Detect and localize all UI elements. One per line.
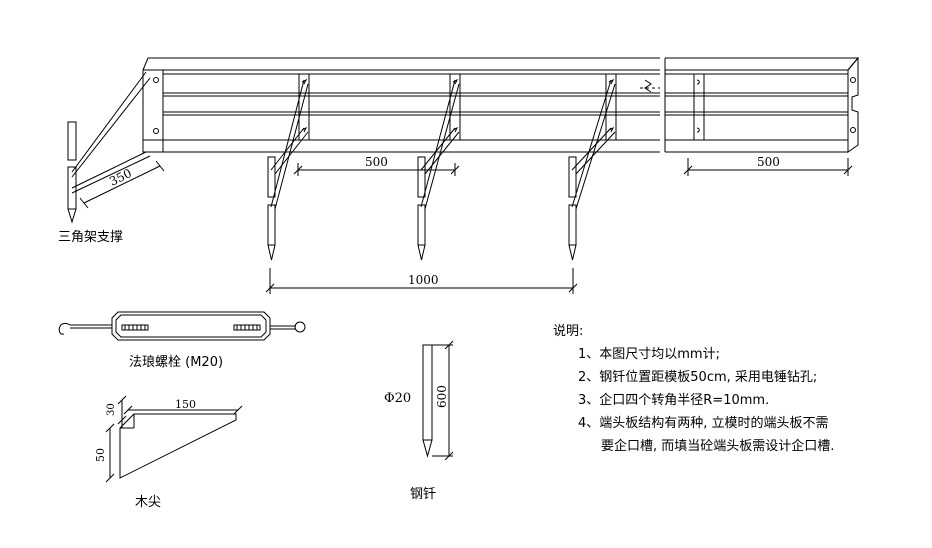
notes-block: 说明: 1、本图尺寸均以mm计; 2、钢钎位置距模板50cm, 采用电锤钻孔; … bbox=[553, 324, 834, 454]
dim-500-stakes-label: 500 bbox=[365, 155, 388, 169]
pin-diameter-label: Φ20 bbox=[384, 391, 411, 406]
steel-pin-drawing bbox=[423, 341, 453, 460]
dim-1000 bbox=[266, 268, 577, 294]
dim-500-end-label: 500 bbox=[757, 155, 780, 169]
wood-tip-drawing bbox=[106, 396, 242, 482]
stake-2 bbox=[418, 80, 459, 260]
note-3: 3、企口四个转角半径R=10mm. bbox=[578, 392, 769, 408]
dim-500-stakes bbox=[294, 163, 459, 176]
bolt-label: 法琅螺栓 (M20) bbox=[129, 355, 223, 370]
stake-1 bbox=[268, 80, 308, 260]
wood-tip-top-label: 30 bbox=[106, 403, 117, 416]
wood-tip-height-label: 50 bbox=[94, 448, 107, 462]
note-2: 2、钢钎位置距模板50cm, 采用电锤钻孔; bbox=[578, 370, 817, 385]
triangle-support-label: 三角架支撑 bbox=[58, 230, 123, 245]
wood-tip-length-label: 150 bbox=[175, 398, 196, 411]
note-1: 1、本图尺寸均以mm计; bbox=[578, 347, 720, 362]
bolt-drawing bbox=[59, 312, 305, 340]
steel-pin-label: 钢钎 bbox=[410, 487, 436, 502]
rib-hooks bbox=[302, 80, 699, 132]
wood-tip-label: 木尖 bbox=[135, 495, 161, 510]
pin-length-label: 600 bbox=[435, 385, 449, 408]
stake-3 bbox=[569, 80, 615, 260]
triangle-support bbox=[68, 72, 164, 222]
dim-1000-label: 1000 bbox=[408, 273, 439, 287]
note-4: 4、端头板结构有两种, 立模时的端头板不需 bbox=[578, 415, 829, 431]
note-4-cont: 要企口槽, 而填当砼端头板需设计企口槽. bbox=[601, 438, 834, 454]
dim-500-end bbox=[684, 158, 852, 176]
end-panel-formwork bbox=[665, 58, 858, 152]
notes-heading: 说明: bbox=[553, 324, 583, 339]
main-formwork bbox=[143, 58, 660, 152]
